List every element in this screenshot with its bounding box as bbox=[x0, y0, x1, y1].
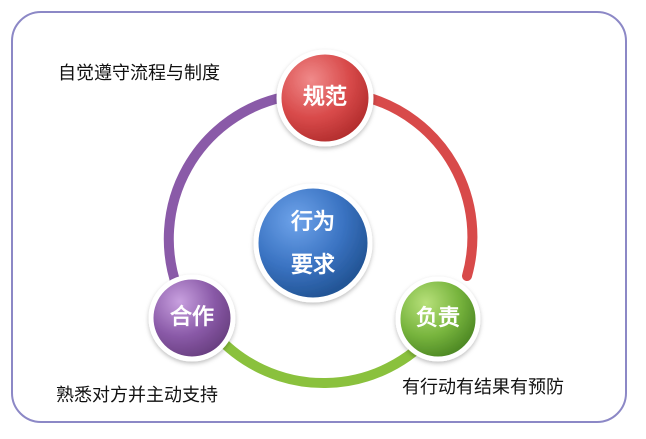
right-node-label: 负责 bbox=[416, 305, 460, 331]
left-node bbox=[148, 274, 236, 362]
annotation-bottom-right: 有行动有结果有预防 bbox=[402, 377, 564, 398]
annotation-bottom-left: 熟悉对方并主动支持 bbox=[56, 385, 218, 406]
right-node bbox=[395, 276, 481, 362]
center-title-line2: 要求 bbox=[291, 253, 335, 278]
top-node bbox=[276, 49, 374, 147]
top-node-label: 规范 bbox=[303, 85, 347, 110]
ring-purple-arc bbox=[163, 92, 289, 292]
annotation-top-left: 自觉遵守流程与制度 bbox=[58, 63, 220, 84]
center-title-line1: 行为 bbox=[290, 209, 335, 235]
ring-green-arc bbox=[210, 326, 440, 389]
ring-red-arc bbox=[361, 92, 478, 281]
center-node bbox=[253, 183, 373, 303]
left-node-label: 合作 bbox=[170, 304, 214, 330]
